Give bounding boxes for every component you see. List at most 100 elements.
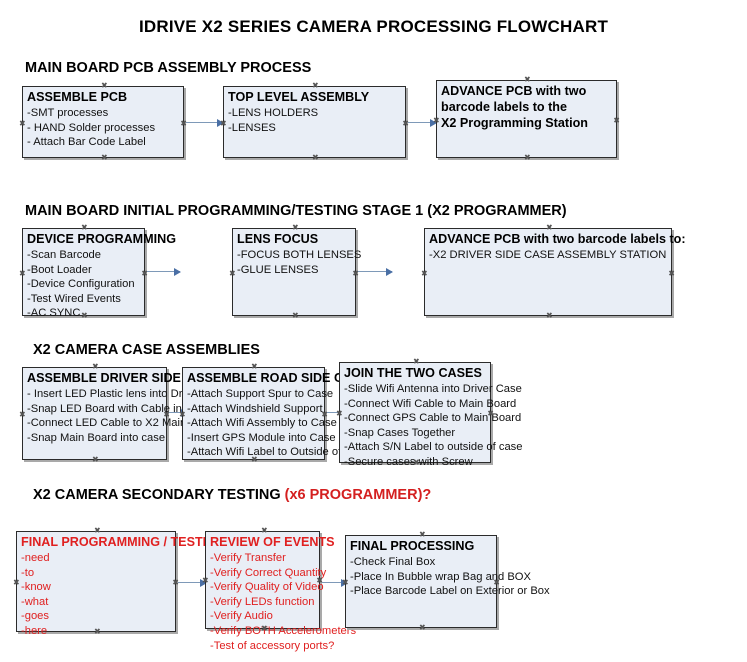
box-title: LENS FOCUS bbox=[237, 232, 319, 246]
anchor-handle-top: ✖ bbox=[261, 526, 268, 535]
anchor-handle-right: ✖ bbox=[316, 576, 323, 585]
box-line: -AC SYNC bbox=[27, 307, 81, 320]
anchor-handle-right: ✖ bbox=[141, 269, 148, 278]
box-title: FINAL PROCESSING bbox=[350, 539, 475, 553]
connector-4-1 bbox=[178, 578, 207, 587]
box-title: FINAL PROGRAMMING / TESTING bbox=[21, 535, 226, 549]
box-line: -Attach Support Spur to Case bbox=[187, 388, 334, 400]
anchor-handle-top: ✖ bbox=[101, 81, 108, 90]
box-lines: -SMT processes - HAND Solder processes -… bbox=[27, 106, 180, 150]
section-heading-3: X2 CAMERA CASE ASSEMBLIES bbox=[33, 342, 260, 358]
anchor-handle-top: ✖ bbox=[94, 526, 101, 535]
box-line: - HAND Solder processes bbox=[27, 121, 156, 134]
box-line: -Place Barcode Label on Exterior or Box bbox=[350, 585, 550, 598]
anchor-handle-right: ✖ bbox=[163, 410, 170, 419]
connector-2-1 bbox=[147, 267, 181, 276]
anchor-handle-bottom: ✖ bbox=[92, 455, 99, 464]
box-lines: -FOCUS BOTH LENSES -GLUE LENSES bbox=[237, 248, 362, 277]
box-line: -Place In Bubble wrap Bag and BOX bbox=[350, 570, 531, 583]
box-assemble-road-side-case[interactable]: ASSEMBLE ROAD SIDE CASE -Attach Support … bbox=[179, 363, 371, 464]
anchor-handle-right: ✖ bbox=[180, 119, 187, 128]
box-lens-focus[interactable]: LENS FOCUS -FOCUS BOTH LENSES -GLUE LENS… bbox=[229, 224, 362, 320]
connector-4-2 bbox=[322, 578, 348, 587]
box-line: -Device Configuration bbox=[27, 278, 135, 291]
box-title: TOP LEVEL ASSEMBLY bbox=[228, 90, 370, 104]
box-line: -Snap Main Board into case bbox=[27, 431, 166, 444]
box-line-overflow: -Test of accessory ports? bbox=[210, 639, 335, 652]
box-line: -Attach Wifi Assembly to Case bbox=[187, 417, 337, 430]
arrow-head-icon bbox=[174, 267, 181, 276]
box-line: - Attach Bar Code Label bbox=[27, 136, 146, 149]
box-title-line3: X2 Programming Station bbox=[441, 116, 588, 130]
anchor-handle-right: ✖ bbox=[487, 409, 494, 418]
box-line: -Connect LED Cable to X2 Main Board bbox=[27, 417, 220, 430]
box-line: -here bbox=[21, 624, 48, 637]
box-advance-pcb-driver-side[interactable]: ADVANCE PCB with two barcode labels to: … bbox=[421, 224, 686, 320]
box-line: - Insert LED Plastic lens into Driver Ca… bbox=[27, 388, 230, 400]
anchor-handle-left: ✖ bbox=[336, 409, 343, 418]
anchor-handle-left: ✖ bbox=[433, 116, 440, 125]
anchor-handle-bottom: ✖ bbox=[81, 311, 88, 320]
section-heading-4-text: X2 CAMERA SECONDARY TESTING bbox=[33, 487, 285, 503]
box-top-level-assembly[interactable]: TOP LEVEL ASSEMBLY -LENS HOLDERS -LENSES… bbox=[220, 82, 409, 162]
box-line: -Verify Correct Quantity bbox=[210, 566, 327, 579]
anchor-handle-left: ✖ bbox=[19, 269, 26, 278]
anchor-handle-bottom: ✖ bbox=[413, 458, 420, 467]
box-line: -goes bbox=[21, 610, 49, 623]
box-assemble-driver-side-case[interactable]: ASSEMBLE DRIVER SIDE CASE - Insert LED P… bbox=[19, 363, 230, 464]
section-heading-4: X2 CAMERA SECONDARY TESTING (x6 PROGRAMM… bbox=[33, 487, 431, 503]
connector-2-2 bbox=[358, 267, 393, 276]
anchor-handle-left: ✖ bbox=[179, 410, 186, 419]
anchor-handle-top: ✖ bbox=[251, 362, 258, 371]
box-line: -Attach Wifi Label to Outside of Case bbox=[187, 446, 371, 459]
arrow-head-icon bbox=[341, 578, 348, 587]
anchor-handle-top: ✖ bbox=[546, 223, 553, 232]
box-final-programming-testing[interactable]: FINAL PROGRAMMING / TESTING -need -to -k… bbox=[13, 527, 226, 637]
anchor-handle-top: ✖ bbox=[81, 223, 88, 232]
box-advance-pcb-programming-station[interactable]: ADVANCE PCB with two barcode labels to t… bbox=[433, 76, 620, 162]
box-title: ASSEMBLE ROAD SIDE CASE bbox=[187, 371, 369, 385]
box-lines: -Check Final Box -Place In Bubble wrap B… bbox=[350, 555, 550, 599]
box-line: -Snap LED Board with Cable into Case bbox=[27, 402, 221, 415]
anchor-handle-right: ✖ bbox=[493, 578, 500, 587]
box-title: ASSEMBLE PCB bbox=[27, 90, 128, 104]
anchor-handle-left: ✖ bbox=[229, 269, 236, 278]
anchor-handle-right: ✖ bbox=[172, 578, 179, 587]
box-line: -LENSES bbox=[228, 121, 276, 134]
anchor-handle-top: ✖ bbox=[292, 223, 299, 232]
anchor-handle-left: ✖ bbox=[220, 119, 227, 128]
box-title-line2: barcode labels to the bbox=[441, 100, 567, 114]
box-assemble-pcb[interactable]: ASSEMBLE PCB -SMT processes - HAND Solde… bbox=[19, 82, 187, 162]
anchor-handle-bottom: ✖ bbox=[261, 624, 268, 633]
box-lines: -need -to -know -what -goes -here bbox=[21, 551, 172, 639]
box-title: DEVICE PROGRAMMING bbox=[27, 232, 177, 246]
box-join-the-two-cases[interactable]: JOIN THE TWO CASES -Slide Wifi Antenna i… bbox=[336, 358, 522, 468]
box-line: -GLUE LENSES bbox=[237, 263, 319, 276]
box-device-programming[interactable]: DEVICE PROGRAMMING -Scan Barcode -Boot L… bbox=[19, 224, 177, 320]
anchor-handle-bottom: ✖ bbox=[312, 153, 319, 162]
anchor-handle-top: ✖ bbox=[419, 530, 426, 539]
box-line: -Boot Loader bbox=[27, 263, 92, 276]
box-lines: -X2 DRIVER SIDE CASE ASSEMBLY STATION bbox=[429, 248, 668, 263]
box-line: -Verify LEDs function bbox=[210, 595, 315, 608]
section-heading-1: MAIN BOARD PCB ASSEMBLY PROCESS bbox=[25, 60, 312, 76]
box-line: -SMT processes bbox=[27, 107, 109, 119]
connector-1-2 bbox=[408, 118, 437, 127]
box-line: -Verify Transfer bbox=[210, 552, 286, 564]
box-lines: -Attach Support Spur to Case -Attach Win… bbox=[187, 387, 371, 460]
anchor-handle-top: ✖ bbox=[92, 362, 99, 371]
anchor-handle-left: ✖ bbox=[19, 119, 26, 128]
anchor-handle-left: ✖ bbox=[202, 576, 209, 585]
box-line: -need bbox=[21, 552, 50, 564]
box-final-processing[interactable]: FINAL PROCESSING -Check Final Box -Place… bbox=[342, 531, 550, 632]
page-title: IDRIVE X2 SERIES CAMERA PROCESSING FLOWC… bbox=[138, 17, 609, 36]
anchor-handle-bottom: ✖ bbox=[524, 153, 531, 162]
box-line: -Slide Wifi Antenna into Driver Case bbox=[344, 383, 522, 395]
anchor-handle-top: ✖ bbox=[524, 75, 531, 84]
box-line: -Verify Audio bbox=[210, 610, 273, 623]
box-line: -Verify Quality of Video bbox=[210, 581, 324, 594]
box-review-of-events[interactable]: REVIEW OF EVENTS -Verify Transfer -Verif… bbox=[202, 527, 356, 652]
box-line: -Snap Cases Together bbox=[344, 426, 456, 439]
box-line: -FOCUS BOTH LENSES bbox=[237, 249, 362, 261]
